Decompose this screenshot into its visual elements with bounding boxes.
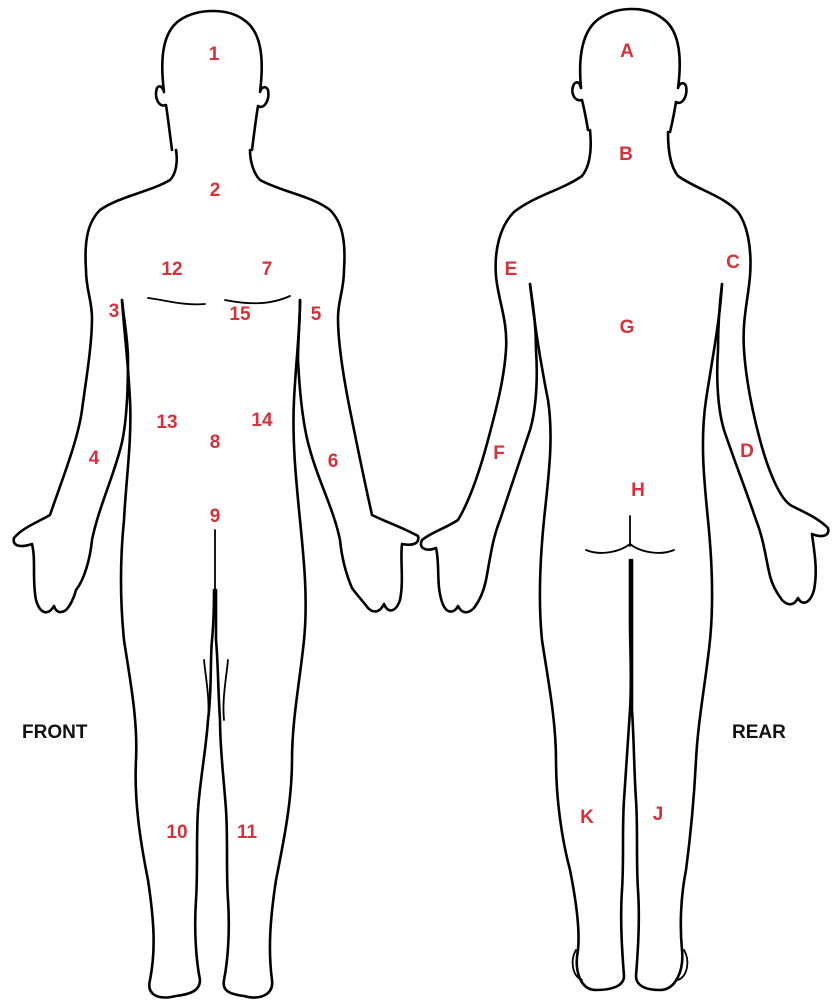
front-marker-right-chest: 12 bbox=[161, 259, 182, 280]
front-view-label: FRONT bbox=[22, 722, 88, 743]
front-body-outline bbox=[14, 11, 419, 997]
front-marker-sternum: 15 bbox=[229, 304, 251, 325]
rear-marker-back: G bbox=[620, 317, 635, 338]
front-marker-right-abdomen: 13 bbox=[156, 412, 177, 433]
rear-marker-head: A bbox=[620, 41, 634, 62]
rear-marker-right-forearm: D bbox=[740, 441, 754, 462]
front-marker-left-lower-leg: 11 bbox=[237, 822, 258, 843]
front-marker-left-chest: 7 bbox=[262, 259, 273, 280]
front-marker-left-upper-arm: 5 bbox=[311, 304, 322, 325]
rear-marker-left-upper-arm: E bbox=[505, 259, 518, 280]
rear-marker-lower-back: H bbox=[631, 480, 645, 501]
front-markers: 1 2 12 7 3 15 5 13 14 8 4 6 9 10 11 bbox=[89, 44, 339, 843]
rear-marker-right-upper-arm: C bbox=[726, 252, 740, 273]
rear-markers: A B E C G F D H K J bbox=[493, 41, 754, 828]
rear-marker-left-lower-leg: K bbox=[580, 807, 594, 828]
rear-marker-left-forearm: F bbox=[493, 443, 505, 464]
front-marker-left-forearm: 6 bbox=[328, 451, 339, 472]
rear-marker-right-lower-leg: J bbox=[653, 804, 664, 825]
rear-marker-neck: B bbox=[619, 144, 633, 165]
rear-view-label: REAR bbox=[732, 722, 786, 743]
front-marker-right-lower-leg: 10 bbox=[166, 822, 187, 843]
front-marker-right-forearm: 4 bbox=[89, 448, 100, 469]
front-marker-neck: 2 bbox=[210, 180, 221, 201]
front-marker-left-abdomen: 14 bbox=[251, 410, 273, 431]
front-marker-right-upper-arm: 3 bbox=[109, 301, 120, 322]
front-marker-abdomen: 8 bbox=[210, 432, 221, 453]
front-marker-head: 1 bbox=[209, 44, 220, 65]
front-marker-groin: 9 bbox=[210, 506, 221, 527]
